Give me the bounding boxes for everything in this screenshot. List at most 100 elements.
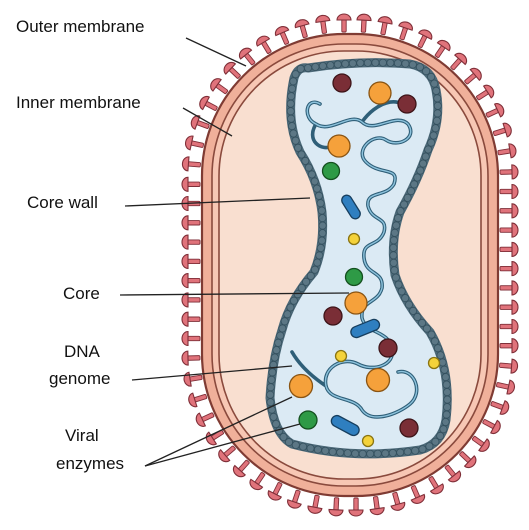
- core-wall-bead: [437, 352, 444, 359]
- core-wall-bead: [357, 59, 364, 66]
- spike-icon: [500, 185, 518, 199]
- dark-red-particle: [333, 74, 351, 92]
- spike-icon: [329, 497, 344, 516]
- core-wall-bead: [307, 445, 314, 452]
- core-wall-bead: [398, 288, 405, 295]
- core-wall-bead: [379, 59, 386, 66]
- core-wall-bead: [407, 188, 414, 195]
- spike-icon: [182, 177, 200, 191]
- spike-icon: [500, 320, 518, 334]
- core-wall-bead: [410, 307, 417, 314]
- core-wall-bead: [428, 73, 435, 80]
- core-wall-bead: [312, 63, 319, 70]
- spike-icon: [369, 496, 385, 516]
- yellow-particle: [429, 358, 440, 369]
- core-wall-bead: [390, 259, 397, 266]
- core-wall-bead: [275, 339, 282, 346]
- core-wall-bead: [319, 222, 326, 229]
- yellow-particle: [336, 351, 347, 362]
- labels: Outer membrane Inner membrane Core wall …: [16, 17, 145, 473]
- core-wall-bead: [393, 222, 400, 229]
- core-wall-bead: [390, 237, 397, 244]
- core-wall-bead: [342, 60, 349, 67]
- core-wall-bead: [290, 78, 297, 85]
- core-wall-bead: [423, 68, 430, 75]
- core-wall-bead: [432, 125, 439, 132]
- core-wall-bead: [273, 347, 280, 354]
- core-wall-bead: [315, 192, 322, 199]
- core-wall-bead: [390, 252, 397, 259]
- core-wall-bead: [344, 450, 351, 457]
- core-wall-bead: [284, 311, 291, 318]
- core-wall-bead: [391, 267, 398, 274]
- orange-particle: [369, 82, 391, 104]
- core-wall-bead: [437, 432, 444, 439]
- core-wall-bead: [319, 215, 326, 222]
- core-wall-bead: [327, 62, 334, 69]
- core-wall-bead: [409, 61, 416, 68]
- label-core-wall: Core wall: [27, 193, 98, 212]
- core-wall-bead: [390, 244, 397, 251]
- core-wall-bead: [319, 62, 326, 69]
- core-wall-bead: [404, 448, 411, 455]
- core-wall-bead: [267, 384, 274, 391]
- core-wall-bead: [428, 331, 435, 338]
- core-wall-bead: [444, 404, 451, 411]
- core-wall-bead: [313, 185, 320, 192]
- dark-red-particle: [398, 95, 416, 113]
- core-wall-bead: [444, 389, 451, 396]
- core-wall-bead: [394, 60, 401, 67]
- core-wall-bead: [290, 130, 297, 137]
- core-wall-bead: [417, 167, 424, 174]
- spike-icon: [489, 397, 511, 416]
- core-wall-bead: [433, 87, 440, 94]
- spike-icon: [492, 122, 513, 141]
- spike-icon: [182, 156, 201, 171]
- core-wall-bead: [314, 446, 321, 453]
- leader-outer-membrane: [186, 38, 246, 66]
- spike-icon: [307, 494, 324, 514]
- core-wall-bead: [359, 450, 366, 457]
- spike-icon: [184, 135, 205, 152]
- core-wall-bead: [268, 376, 275, 383]
- core-wall-bead: [319, 230, 326, 237]
- core-wall-bead: [334, 61, 341, 68]
- core-wall-bead: [298, 284, 305, 291]
- spike-icon: [294, 18, 312, 39]
- spike-icon: [500, 339, 518, 353]
- core-wall-bead: [434, 345, 441, 352]
- core-wall-bead: [288, 115, 295, 122]
- core-wall-bead: [267, 399, 274, 406]
- core-wall-bead: [294, 291, 301, 298]
- spike-icon: [189, 114, 211, 133]
- dark-red-particle: [379, 339, 397, 357]
- orange-particle: [328, 135, 350, 157]
- core-wall-bead: [329, 448, 336, 455]
- spike-icon: [273, 24, 293, 46]
- core-wall-bead: [434, 102, 441, 109]
- green-particle: [323, 163, 340, 180]
- spike-icon: [500, 300, 518, 314]
- spike-icon: [499, 358, 518, 373]
- core-wall-bead: [387, 59, 394, 66]
- core-wall-bead: [392, 274, 399, 281]
- spike-icon: [183, 370, 203, 387]
- core-wall-bead: [271, 354, 278, 361]
- label-inner-membrane: Inner membrane: [16, 93, 141, 112]
- label-viral-line1: Viral: [65, 426, 99, 445]
- core-wall-bead: [428, 139, 435, 146]
- core-wall-bead: [405, 301, 412, 308]
- core-wall-bead: [318, 207, 325, 214]
- spike-icon: [495, 378, 516, 395]
- core-wall-bead: [397, 208, 404, 215]
- core-wall-bead: [402, 60, 409, 67]
- core-wall-bead: [397, 449, 404, 456]
- spike-icon: [388, 491, 406, 512]
- core-wall-bead: [292, 137, 299, 144]
- core-wall-bead: [288, 123, 295, 130]
- dark-red-particle: [324, 307, 342, 325]
- core-wall-bead: [277, 332, 284, 339]
- core-wall-bead: [317, 244, 324, 251]
- core-wall-bead: [302, 157, 309, 164]
- core-wall-bead: [394, 215, 401, 222]
